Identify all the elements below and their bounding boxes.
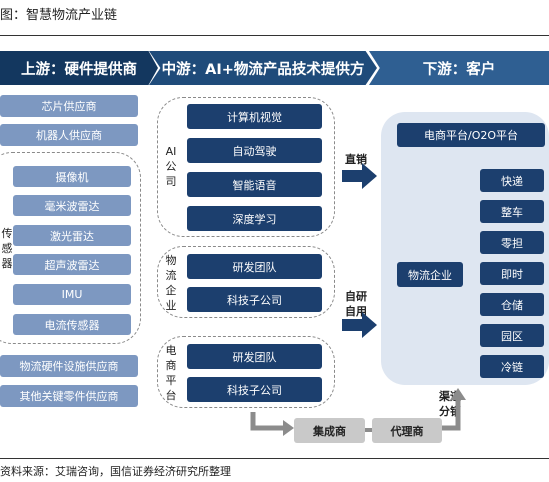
self-develop-label: 自研自用	[345, 290, 367, 318]
ai-item-speech: 智能语音	[187, 172, 322, 197]
ai-company-frame	[157, 97, 335, 237]
sensor-group-frame	[0, 152, 141, 344]
segment-warehousing: 仓储	[480, 293, 544, 316]
key-parts-supplier-block: 其他关键零件供应商	[0, 385, 138, 407]
ecommerce-frame	[157, 336, 335, 408]
logistics-company-block: 物流企业	[397, 262, 463, 287]
integrator-block: 集成商	[294, 418, 365, 443]
upstream-header: 上游：硬件提供商	[0, 51, 158, 85]
segment-express: 快递	[480, 169, 544, 192]
sensor-group-label: 传感器	[1, 227, 13, 270]
bottom-rule	[0, 458, 549, 459]
top-rule	[0, 35, 549, 36]
downstream-header: 下游：客户	[369, 51, 549, 85]
ecommerce-item-tech-subsidiary: 科技子公司	[187, 377, 322, 402]
sensor-item-lidar: 激光雷达	[13, 225, 131, 246]
logistics-hardware-supplier-block: 物流硬件设施供应商	[0, 355, 138, 377]
self-develop-arrow	[342, 312, 377, 338]
logistics-item-tech-subsidiary: 科技子公司	[187, 287, 322, 312]
midstream-header: 中游：AI+物流产品技术提供方	[149, 51, 377, 85]
ecommerce-platform-block: 电商平台/O2O平台	[397, 123, 545, 147]
segment-ftl: 整车	[480, 200, 544, 223]
sensor-item-camera: 摄像机	[13, 166, 131, 187]
segment-instant: 即时	[480, 262, 544, 285]
robot-supplier-block: 机器人供应商	[0, 124, 138, 146]
channel-path-right	[442, 398, 461, 431]
sensor-item-mmwave-radar: 毫米波雷达	[13, 195, 131, 216]
sensor-item-ultrasonic-radar: 超声波雷达	[13, 254, 131, 275]
source-note: 资料来源：艾瑞咨询，国信证券经济研究所整理	[0, 465, 231, 478]
figure-title: 图：智慧物流产业链	[0, 8, 118, 23]
logistics-enterprise-frame	[157, 246, 335, 318]
ai-item-autonomous-driving: 自动驾驶	[187, 138, 322, 163]
ecommerce-item-rd-team: 研发团队	[187, 344, 322, 369]
segment-ltl: 零担	[480, 231, 544, 254]
channel-path-left	[250, 412, 285, 431]
ai-item-computer-vision: 计算机视觉	[187, 104, 322, 129]
ai-item-deep-learning: 深度学习	[187, 206, 322, 231]
direct-sales-label: 直销	[345, 153, 367, 166]
logistics-enterprise-label: 物流企业	[165, 254, 177, 312]
ecommerce-label: 电商平台	[165, 344, 177, 402]
direct-sales-arrow	[342, 163, 377, 189]
segment-park: 园区	[480, 324, 544, 347]
agent-block: 代理商	[372, 418, 442, 443]
chip-supplier-block: 芯片供应商	[0, 95, 138, 117]
segment-cold-chain: 冷链	[480, 355, 544, 378]
sensor-item-current-sensor: 电流传感器	[13, 314, 131, 335]
sensor-item-imu: IMU	[13, 284, 131, 305]
channel-arrowhead-downstream	[450, 388, 466, 400]
channel-arrowhead-integrator	[283, 420, 294, 436]
logistics-item-rd-team: 研发团队	[187, 254, 322, 279]
